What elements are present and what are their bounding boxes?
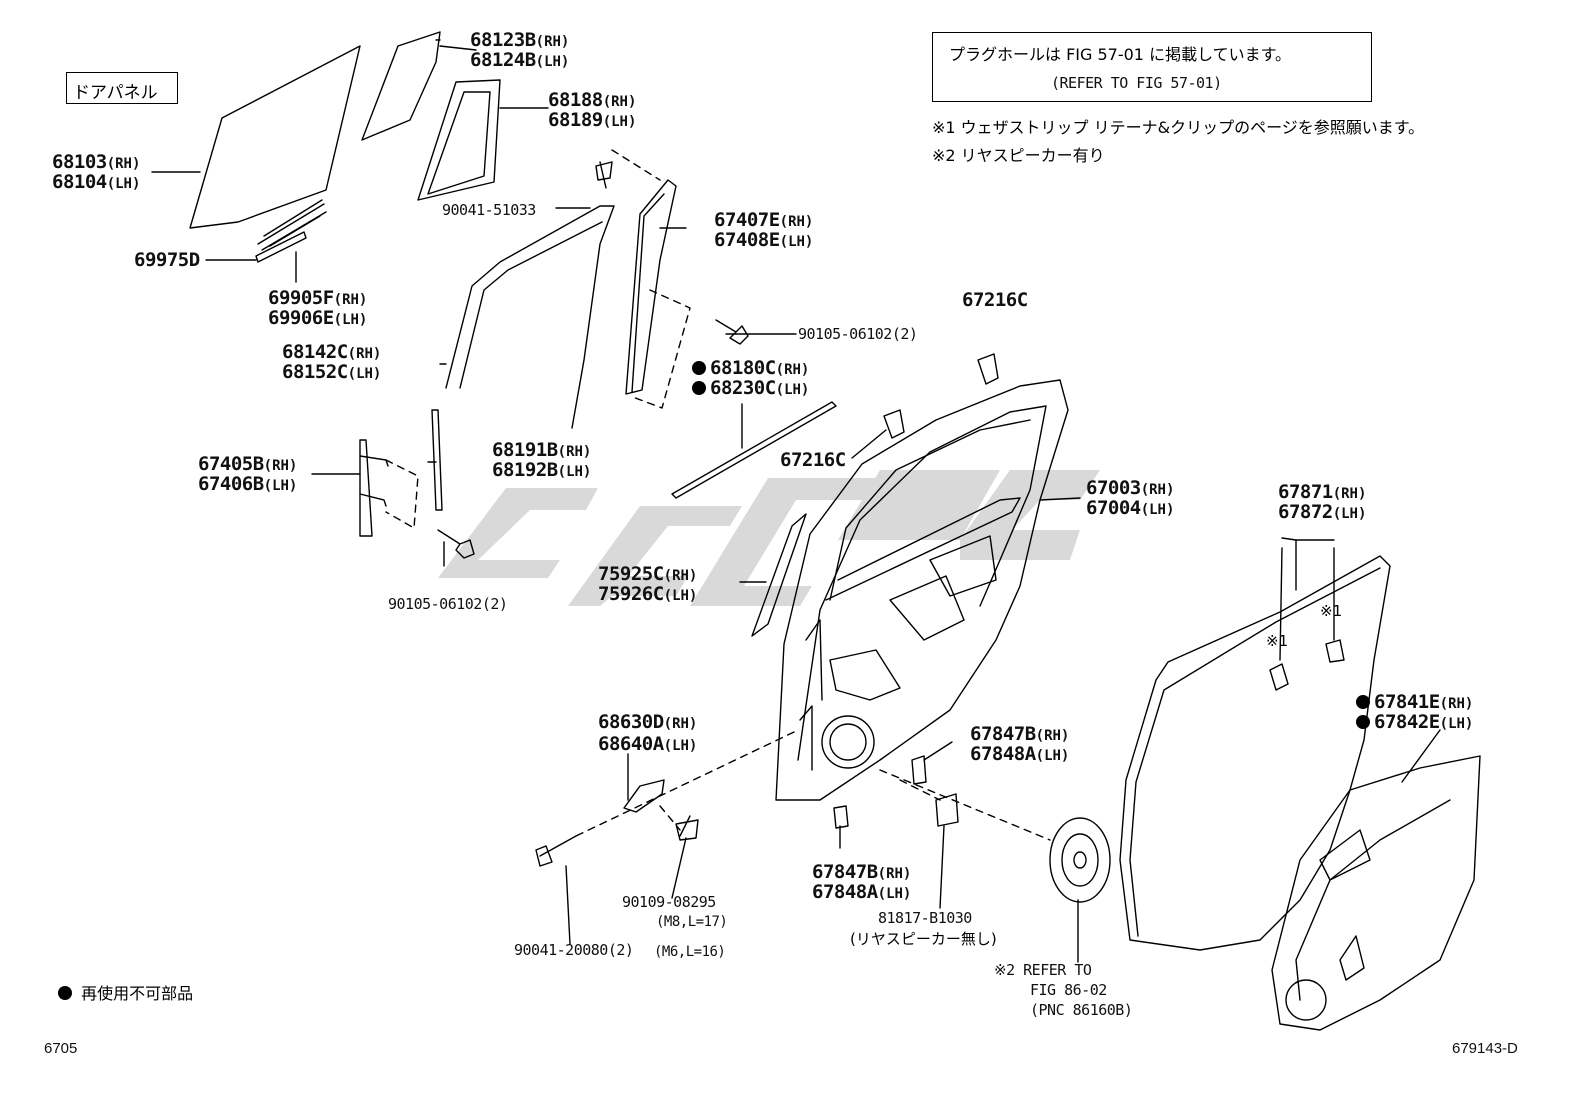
label-67847B-a: 67847B(RH) <box>970 723 1070 745</box>
label-90041-20080: 90041-20080(2) <box>514 941 634 959</box>
label-67847B-b: 67847B(RH) <box>812 861 912 883</box>
star1-a: ※1 <box>1320 602 1343 620</box>
label-68230C: 68230C(LH) <box>692 378 809 401</box>
label-68189: 68189(LH) <box>548 109 637 131</box>
label-68124B: 68124B(LH) <box>470 49 570 71</box>
label-68640A: 68640A(LH) <box>598 733 698 755</box>
label-67872: 67872(LH) <box>1278 501 1367 523</box>
note-1: ※1 ウェザストリップ リテーナ&クリップのページを参照願います。 <box>932 118 1425 137</box>
label-67216C-b: 67216C <box>780 449 846 471</box>
watermark-logo <box>438 470 1100 606</box>
label-67848A-b: 67848A(LH) <box>812 881 912 903</box>
weatherstrip <box>1119 555 1391 951</box>
quarter-frame <box>417 79 501 201</box>
label-68192B: 68192B(LH) <box>492 459 592 481</box>
note-box-line2: (REFER TO FIG 57-01) <box>1051 74 1222 92</box>
label-90105-06102-b: 90105-06102(2) <box>388 595 508 613</box>
label-67405B: 67405B(RH) <box>198 453 298 475</box>
label-68104: 68104(LH) <box>52 171 141 193</box>
label-67848A-a: 67848A(LH) <box>970 743 1070 765</box>
label-67842E: 67842E(LH) <box>1356 712 1473 735</box>
non-reusable-dot <box>692 361 706 375</box>
note-2: ※2 リヤスピーカー有り <box>932 146 1105 165</box>
note-box: プラグホールは FIG 57-01 に掲載しています。 (REFER TO FI… <box>932 32 1372 102</box>
speaker-ref-line3: (PNC 86160B) <box>1030 1001 1133 1019</box>
label-67871: 67871(RH) <box>1278 481 1367 503</box>
page-code: 6705 <box>44 1040 78 1057</box>
label-68142C: 68142C(RH) <box>282 341 382 363</box>
label-67407E: 67407E(RH) <box>714 209 814 231</box>
run-channel <box>445 205 615 429</box>
label-69975D: 69975D <box>134 249 200 271</box>
label-67003: 67003(RH) <box>1086 477 1175 499</box>
non-reusable-dot <box>1356 715 1370 729</box>
label-68103: 68103(RH) <box>52 151 141 173</box>
speaker-ref-line1: ※2 REFER TO <box>994 961 1092 979</box>
label-68152C: 68152C(LH) <box>282 361 382 383</box>
label-68191B: 68191B(RH) <box>492 439 592 461</box>
non-reusable-dot <box>1356 695 1370 709</box>
legend-dot-icon <box>58 986 72 1000</box>
star1-b: ※1 <box>1266 632 1289 650</box>
label-67004: 67004(LH) <box>1086 497 1175 519</box>
label-90105-06102-a: 90105-06102(2) <box>798 325 918 343</box>
legend: 再使用不可部品 <box>58 980 193 1004</box>
note-box-line1: プラグホールは FIG 57-01 に掲載しています。 <box>949 45 1291 64</box>
label-81817-B1030: 81817-B1030 <box>878 909 972 927</box>
label-69906E: 69906E(LH) <box>268 307 368 329</box>
door-shell <box>775 379 1069 801</box>
quarter-glass <box>361 31 441 141</box>
door-glass <box>189 45 361 229</box>
label-68123B: 68123B(RH) <box>470 29 570 51</box>
label-68188: 68188(RH) <box>548 89 637 111</box>
label-67216C-a: 67216C <box>962 289 1028 311</box>
label-81817-note: (リヤスピーカー無し) <box>850 930 997 948</box>
label-90041-spec: (M6,L=16) <box>654 944 726 960</box>
label-67406B: 67406B(LH) <box>198 473 298 495</box>
label-68630D: 68630D(RH) <box>598 711 698 733</box>
label-90109-08295: 90109-08295 <box>622 893 716 911</box>
door-trim <box>1271 755 1481 1031</box>
label-90041-51033: 90041-51033 <box>442 201 536 219</box>
label-90109-spec: (M8,L=17) <box>656 914 728 930</box>
label-69905F: 69905F(RH) <box>268 287 368 309</box>
figure-code: 679143-D <box>1452 1040 1518 1057</box>
panel-label-box: ドアパネル <box>66 72 178 104</box>
label-67841E: 67841E(RH) <box>1356 692 1473 715</box>
panel-label: ドアパネル <box>73 83 158 103</box>
label-67408E: 67408E(LH) <box>714 229 814 251</box>
label-68180C: 68180C(RH) <box>692 358 809 381</box>
legend-text: 再使用不可部品 <box>81 984 194 1003</box>
non-reusable-dot <box>692 381 706 395</box>
label-75925C: 75925C(RH) <box>598 563 698 585</box>
label-75926C: 75926C(LH) <box>598 583 698 605</box>
speaker-ref-line2: FIG 86-02 <box>1030 981 1107 999</box>
